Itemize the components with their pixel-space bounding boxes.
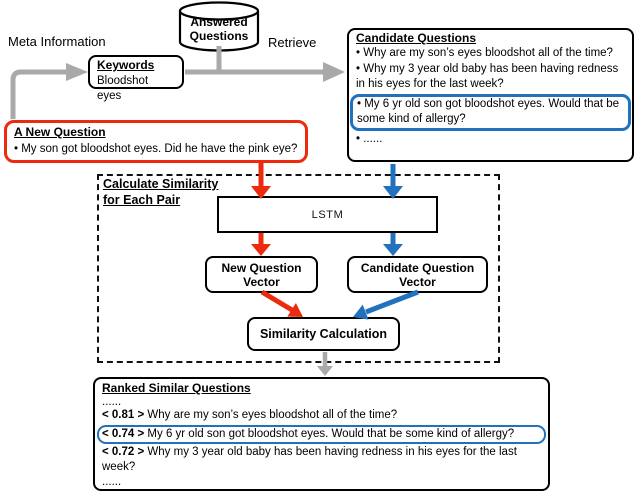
- candidate-question-item: • Why my 3 year old baby has been having…: [356, 62, 619, 91]
- answered-questions-line2: Questions: [189, 29, 249, 43]
- meta-info-arrow-line: [10, 69, 66, 119]
- meta-info-arrowhead: [66, 63, 88, 81]
- new-question-box: A New Question • My son got bloodshot ey…: [4, 120, 308, 163]
- new-question-vector-label: New Question Vector: [221, 260, 302, 289]
- result-arrowhead: [317, 366, 333, 376]
- answered-questions-label: Answered Questions: [180, 15, 258, 43]
- similarity-calculation-label: Similarity Calculation: [259, 327, 388, 341]
- similarity-calculation-box: Similarity Calculation: [247, 317, 400, 351]
- candidate-questions-title: Candidate Questions: [356, 31, 477, 45]
- ranked-score: < 0.74 >: [102, 427, 145, 440]
- ranked-text: Why are my son’s eyes bloodshot all of t…: [147, 409, 398, 421]
- retrieve-arrowhead: [323, 62, 345, 82]
- ranked-text: Why my 3 year old baby has been having r…: [102, 445, 517, 474]
- candidate-question-vector-label: Candidate Question Vector: [360, 260, 475, 289]
- keywords-box: Keywords Bloodshot eyes: [88, 55, 184, 102]
- new-question-vector-box: New Question Vector: [205, 256, 318, 293]
- candidate-question-item: • ......: [356, 132, 383, 145]
- ranked-text: My 6 yr old son got bloodshot eyes. Woul…: [147, 427, 515, 440]
- candidate-question-item: • Why are my son’s eyes bloodshot all of…: [356, 47, 613, 59]
- candidate-question-vector-box: Candidate Question Vector: [347, 256, 488, 293]
- ellipsis-row: ......: [102, 396, 122, 408]
- ranked-similar-questions-box: Ranked Similar Questions ...... < 0.81 >…: [93, 377, 550, 491]
- keywords-value: Bloodshot eyes: [97, 75, 149, 102]
- lstm-box: LSTM: [217, 196, 438, 233]
- ranked-item: < 0.81 > Why are my son’s eyes bloodshot…: [102, 408, 541, 424]
- calculate-similarity-title-line1: Calculate Similarity: [103, 177, 219, 191]
- calculate-similarity-title-line2: for Each Pair: [103, 193, 181, 207]
- calculate-similarity-title: Calculate Similarity for Each Pair: [103, 176, 218, 208]
- highlighted-ranked-item: < 0.74 > My 6 yr old son got bloodshot e…: [97, 424, 546, 444]
- new-question-item: • My son got bloodshot eyes. Did he have…: [14, 143, 298, 155]
- keywords-title: Keywords: [97, 58, 155, 72]
- lstm-label: LSTM: [311, 208, 344, 221]
- ranked-score: < 0.72 >: [102, 445, 145, 458]
- retrieve-label: Retrieve: [268, 35, 317, 50]
- ranked-item: < 0.72 > Why my 3 year old baby has been…: [102, 445, 541, 476]
- calculate-similarity-module-box: [97, 174, 500, 363]
- answered-questions-line1: Answered: [190, 15, 248, 29]
- candidate-questions-box: Candidate Questions • Why are my son’s e…: [347, 28, 634, 162]
- ranked-similar-questions-title: Ranked Similar Questions: [102, 381, 251, 395]
- ranked-score: < 0.81 >: [102, 409, 145, 421]
- new-question-title: A New Question: [14, 125, 106, 139]
- ellipsis-row: ......: [102, 475, 122, 488]
- highlighted-candidate-question: • My 6 yr old son got bloodshot eyes. Wo…: [350, 93, 631, 131]
- meta-information-label: Meta Information: [8, 34, 106, 49]
